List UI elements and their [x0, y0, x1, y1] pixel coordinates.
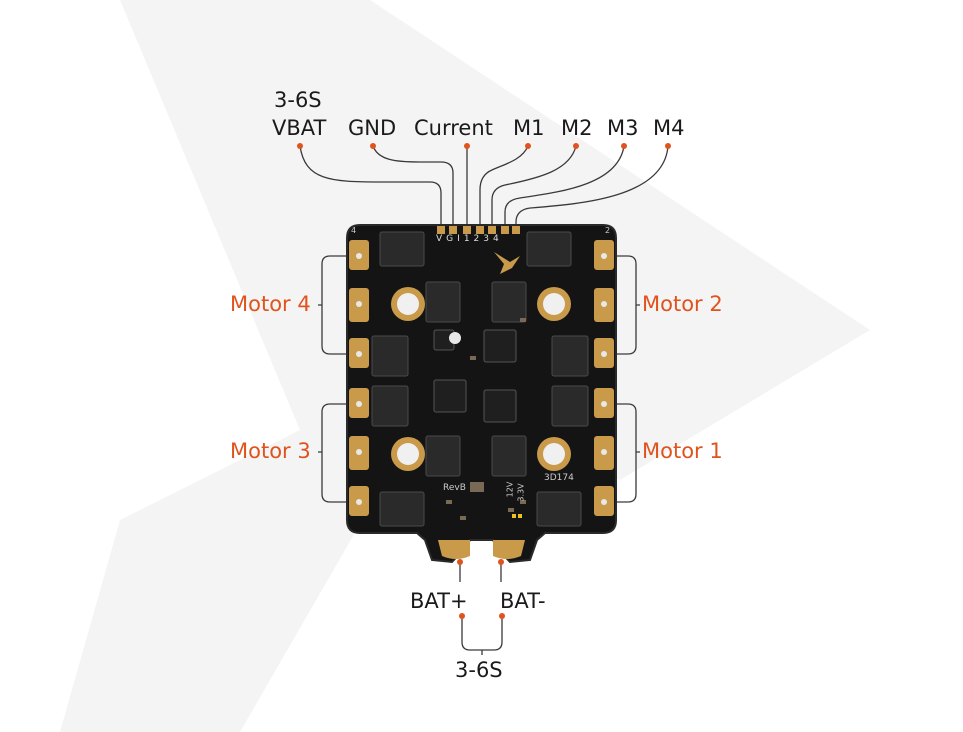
pad-letter: G — [446, 234, 458, 244]
motor3-bracket — [318, 403, 357, 503]
motor2-bracket — [606, 255, 640, 355]
pin-label-gnd: GND — [348, 116, 397, 140]
board-12v: 12V — [505, 481, 515, 498]
pad-letter: V — [436, 234, 447, 244]
chip-marker — [449, 332, 461, 344]
pad-letters: VGI1234 — [436, 234, 503, 244]
pin-label-m4: M4 — [653, 116, 685, 140]
pin-label-m1: M1 — [513, 116, 545, 140]
motor1-bracket — [606, 403, 640, 503]
pin-label-m3: M3 — [607, 116, 639, 140]
board-33v: 3.3V — [516, 483, 526, 502]
pin-label-m2: M2 — [561, 116, 593, 140]
connector-leader-dots — [297, 143, 671, 149]
board-rev: RevB — [443, 483, 466, 493]
connector-voltage-label: 3-6S — [274, 88, 322, 112]
pad-letter: 2 — [473, 234, 484, 244]
mounting-holes — [391, 287, 571, 471]
pad-letter: 3 — [483, 234, 494, 244]
bat-minus-label: BAT- — [500, 589, 546, 613]
motor4-bracket — [318, 255, 357, 355]
motor-brackets — [318, 255, 640, 503]
pad-holes — [356, 253, 607, 505]
chips — [433, 329, 517, 423]
pad-letter: 4 — [493, 234, 503, 244]
battery-leads — [459, 562, 503, 655]
status-leds — [512, 514, 522, 518]
board-code: 3D174 — [544, 473, 574, 483]
connector-leader-lines — [299, 145, 669, 226]
motor1-label: Motor 1 — [642, 439, 723, 463]
mosfets — [371, 231, 589, 527]
connector-pads — [437, 226, 520, 234]
motor2-label: Motor 2 — [642, 292, 723, 316]
smd-parts — [446, 318, 526, 520]
pin-label-current: Current — [414, 116, 493, 140]
motor4-label: Motor 4 — [230, 292, 311, 316]
board-corner-left: 4 — [351, 226, 357, 235]
pin-label-vbat: VBAT — [272, 116, 327, 140]
bat-plus-label: BAT+ — [410, 589, 468, 613]
battery-dots — [457, 559, 505, 619]
battery-pads — [438, 540, 525, 559]
board-corner-right: 2 — [605, 226, 611, 235]
logo-icon — [494, 252, 520, 274]
esc-board — [346, 224, 617, 564]
pad-letter: 1 — [463, 234, 474, 244]
pad-letter: I — [457, 234, 464, 244]
battery-voltage-label: 3-6S — [455, 658, 503, 682]
motor3-label: Motor 3 — [230, 439, 311, 463]
